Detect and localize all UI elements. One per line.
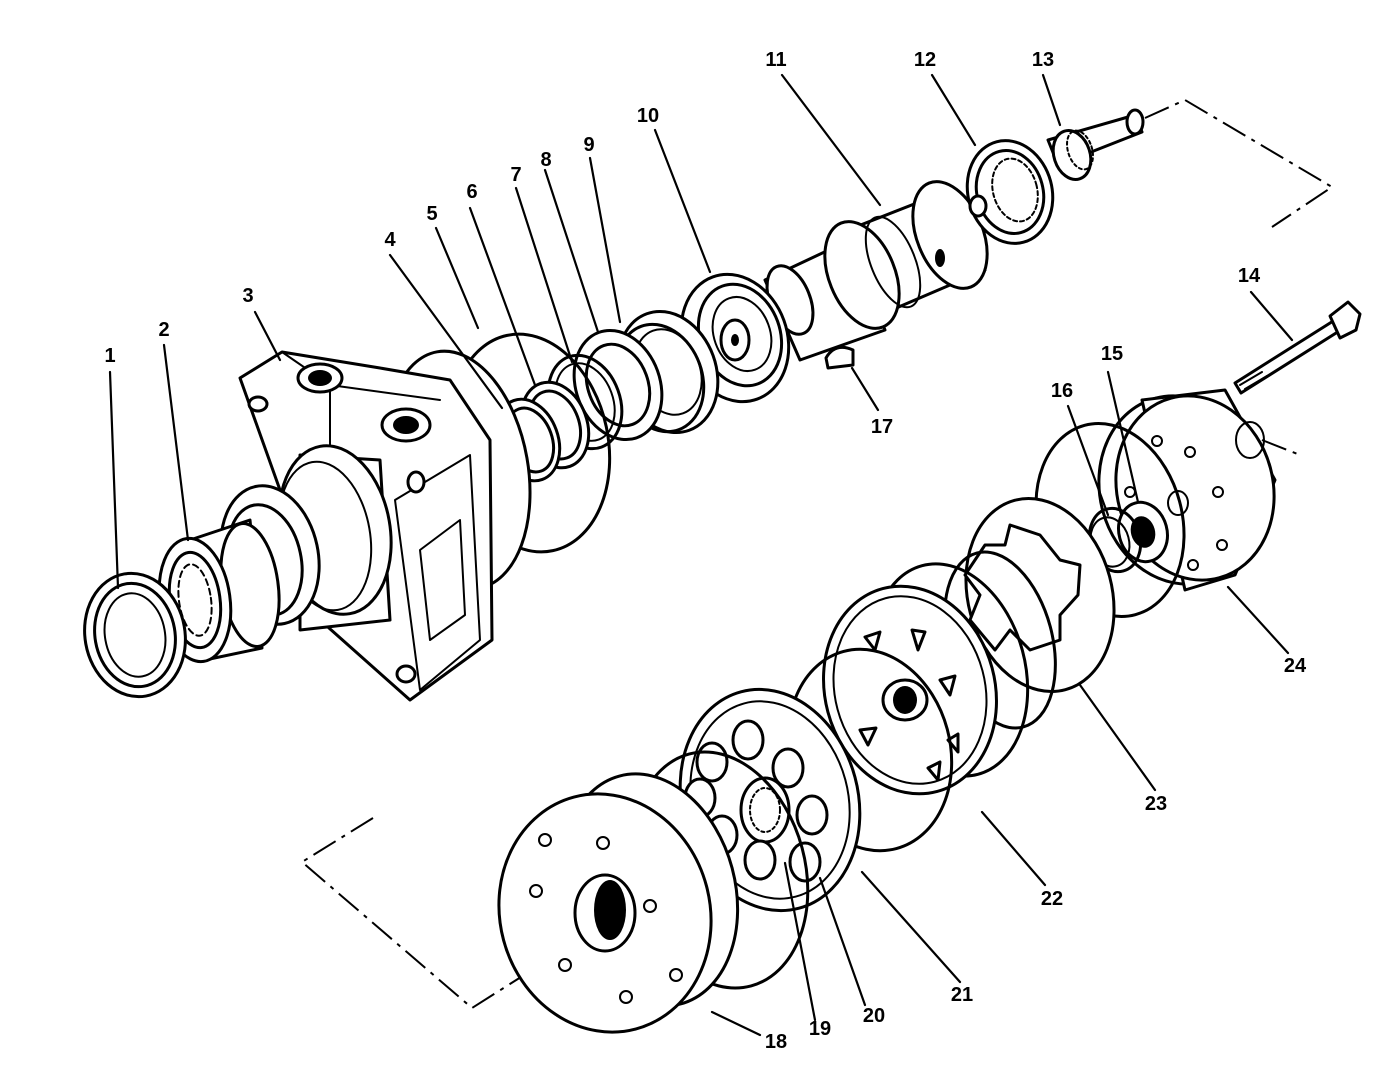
callout-20: 20 [863,1005,885,1027]
callout-17: 17 [871,416,893,438]
part-22-valve-plate [822,562,1030,796]
callout-19: 19 [809,1018,831,1040]
callout-22: 22 [1041,888,1063,910]
callout-8: 8 [540,149,551,171]
part-19-rotor [739,776,791,844]
callout-4: 4 [384,229,396,251]
callout-23: 23 [1145,793,1167,815]
callout-18: 18 [765,1031,787,1053]
callout-2: 2 [158,319,169,341]
callout-9: 9 [583,134,594,156]
callout-14: 14 [1238,265,1261,287]
callout-13: 13 [1032,49,1054,71]
callout-7: 7 [510,164,521,186]
callout-24: 24 [1284,655,1307,677]
callout-6: 6 [466,181,477,203]
part-18-end-plate [497,750,810,1034]
callout-labels: 1 2 3 4 5 6 7 8 9 10 11 12 13 14 15 16 1… [104,49,1307,1053]
part-13-pinion-shaft [1046,108,1145,181]
part-17-key [824,345,855,370]
part-1-shaft-seal [83,571,187,699]
leader-lines [108,73,1294,1037]
part-14-bolt [1233,300,1362,395]
callout-12: 12 [914,49,936,71]
callout-3: 3 [242,285,253,307]
part-11-drive-shaft [763,180,989,362]
alignment-line-shaft [1144,98,1334,228]
callout-10: 10 [637,105,659,127]
alignment-line-cover [1261,439,1301,456]
callout-16: 16 [1051,380,1073,402]
callout-15: 15 [1101,343,1123,365]
part-12-gear-wheel [965,139,1055,245]
callout-11: 11 [765,49,786,71]
callout-1: 1 [104,345,115,367]
callout-21: 21 [951,984,973,1006]
part-23-gerotor-ring [943,422,1186,730]
callout-5: 5 [426,203,437,225]
